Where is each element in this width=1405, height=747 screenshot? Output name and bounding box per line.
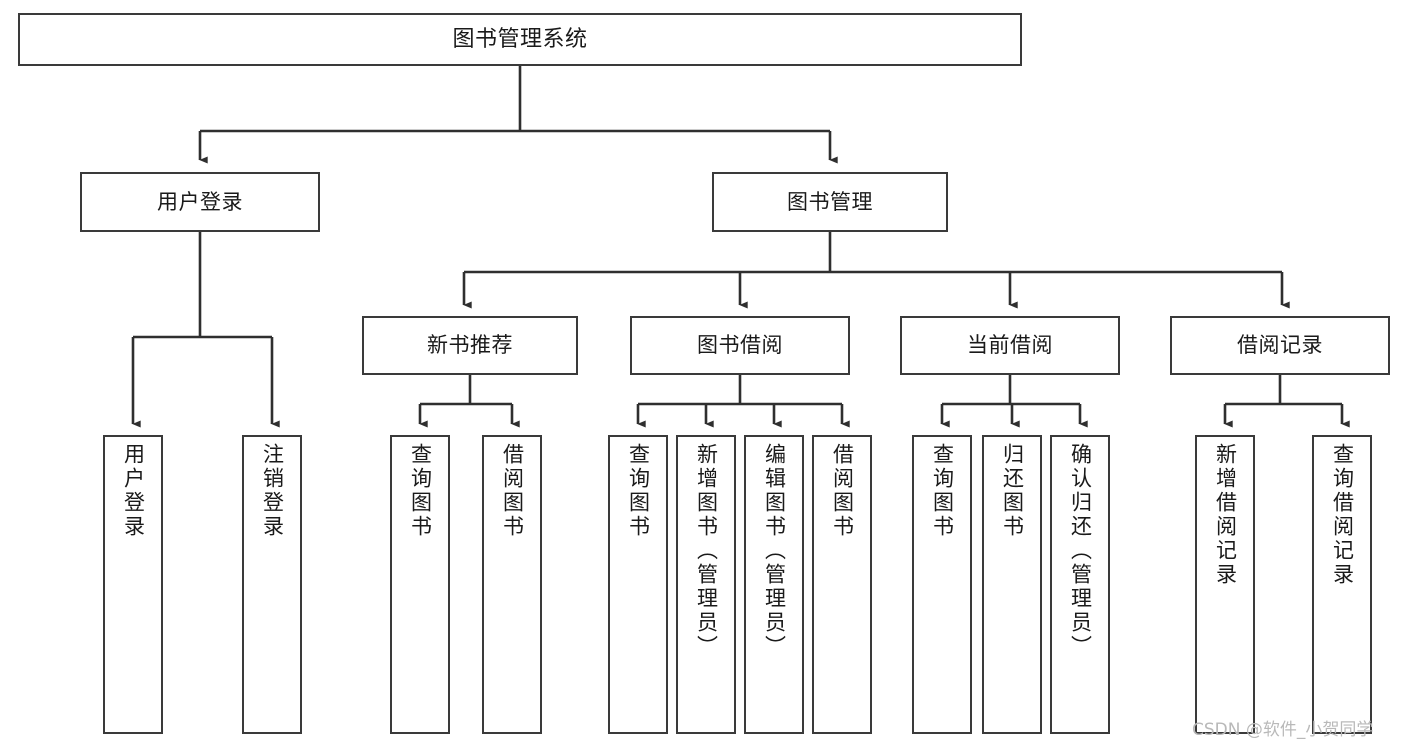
leaf-edit-book-admin[interactable]: 编辑图书（管理员）	[744, 435, 804, 734]
leaf-query-book-recommend-label: 查询图书	[408, 443, 433, 539]
leaf-add-book-admin[interactable]: 新增图书（管理员）	[676, 435, 736, 734]
node-book-borrow-label: 图书借阅	[697, 333, 783, 358]
node-new-book-recommend-label: 新书推荐	[427, 333, 513, 358]
leaf-query-book-current[interactable]: 查询图书	[912, 435, 972, 734]
leaf-confirm-return-admin-label: 确认归还（管理员）	[1068, 443, 1093, 659]
leaf-borrow-book-recommend-label: 借阅图书	[500, 443, 525, 539]
node-borrow-record[interactable]: 借阅记录	[1170, 316, 1390, 375]
leaf-edit-book-admin-label: 编辑图书（管理员）	[762, 443, 787, 659]
node-book-management-label: 图书管理	[787, 189, 873, 214]
node-book-borrow[interactable]: 图书借阅	[630, 316, 850, 375]
leaf-add-borrow-record[interactable]: 新增借阅记录	[1195, 435, 1255, 734]
leaf-add-borrow-record-label: 新增借阅记录	[1213, 443, 1238, 587]
leaf-query-book-borrow-label: 查询图书	[626, 443, 651, 539]
leaf-user-login[interactable]: 用户登录	[103, 435, 163, 734]
leaf-borrow-book[interactable]: 借阅图书	[812, 435, 872, 734]
leaf-query-borrow-record-label: 查询借阅记录	[1330, 443, 1355, 587]
leaf-query-book-borrow[interactable]: 查询图书	[608, 435, 668, 734]
node-book-management[interactable]: 图书管理	[712, 172, 948, 232]
leaf-add-book-admin-label: 新增图书（管理员）	[694, 443, 719, 659]
node-user-login-label: 用户登录	[157, 189, 243, 214]
leaf-borrow-book-recommend[interactable]: 借阅图书	[482, 435, 542, 734]
leaf-logout[interactable]: 注销登录	[242, 435, 302, 734]
leaf-query-borrow-record[interactable]: 查询借阅记录	[1312, 435, 1372, 734]
leaf-confirm-return-admin[interactable]: 确认归还（管理员）	[1050, 435, 1110, 734]
leaf-user-login-label: 用户登录	[121, 443, 146, 539]
node-borrow-record-label: 借阅记录	[1237, 333, 1323, 358]
leaf-query-book-recommend[interactable]: 查询图书	[390, 435, 450, 734]
leaf-borrow-book-label: 借阅图书	[830, 443, 855, 539]
node-root[interactable]: 图书管理系统	[18, 13, 1022, 66]
leaf-return-book-label: 归还图书	[1000, 443, 1025, 539]
node-user-login[interactable]: 用户登录	[80, 172, 320, 232]
leaf-return-book[interactable]: 归还图书	[982, 435, 1042, 734]
node-current-borrow-label: 当前借阅	[967, 333, 1053, 358]
node-current-borrow[interactable]: 当前借阅	[900, 316, 1120, 375]
node-root-label: 图书管理系统	[452, 26, 588, 52]
leaf-logout-label: 注销登录	[260, 443, 285, 539]
node-new-book-recommend[interactable]: 新书推荐	[362, 316, 578, 375]
leaf-query-book-current-label: 查询图书	[930, 443, 955, 539]
csdn-watermark: CSDN @软件_小贺同学	[1192, 720, 1374, 740]
